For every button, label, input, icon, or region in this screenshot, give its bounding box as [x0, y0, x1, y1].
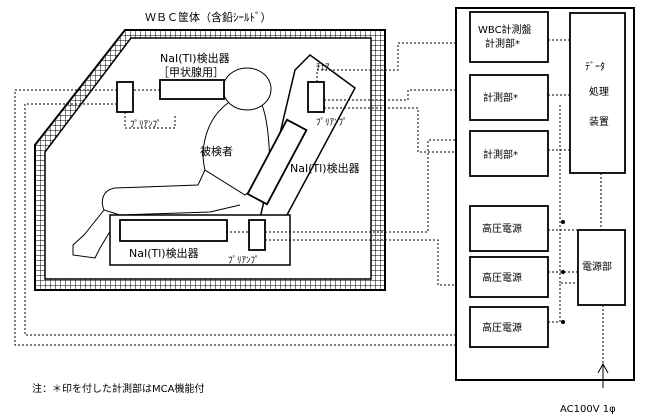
rack-wiring	[548, 39, 604, 372]
power-input-label: AC100V 1φ	[560, 404, 616, 415]
bottom-detector-label: NaI(Tl)検出器	[129, 246, 199, 260]
hv-box-3	[469, 306, 549, 348]
subject-head	[222, 67, 272, 111]
thyroid-detector	[159, 79, 225, 100]
counter2-label: 計測部*	[483, 91, 518, 104]
back-detector	[246, 118, 308, 206]
counter-box-1	[469, 11, 549, 63]
preamp-2	[307, 81, 325, 113]
thyroid-detector-name: NaI(Tl)検出器	[160, 51, 230, 65]
data-proc-line1: ﾃﾞｰﾀ	[585, 61, 605, 73]
counter1-line2: 計測部*	[485, 37, 520, 50]
back-detector-label: NaI(Tl)検出器	[290, 161, 360, 175]
data-proc-box	[569, 12, 626, 174]
data-proc-line3: 装置	[589, 115, 609, 128]
rack-junction-dots	[561, 220, 565, 324]
thyroid-detector-sub: ［甲状腺用］	[158, 65, 224, 79]
hv-box-2	[469, 256, 549, 298]
hv-box-1	[469, 205, 549, 252]
footnote: 注：＊印を付した計測部はMCA機能付	[32, 382, 204, 395]
signal-cables	[14, 42, 470, 346]
counter1-line1: WBC計測盤	[478, 23, 532, 36]
enclosure-title: ＷＢＣ筐体（含鉛ｼｰﾙﾄﾞ）	[145, 10, 272, 24]
power-input-arrow	[597, 362, 609, 388]
hv2-label: 高圧電源	[482, 271, 522, 284]
bottom-detector	[119, 219, 228, 242]
counter3-label: 計測部*	[483, 148, 518, 161]
preamp-3	[248, 219, 266, 251]
subject-label: 被検者	[200, 144, 233, 158]
preamp-2-label: ﾌﾟﾘｱﾝﾌﾟ	[316, 117, 348, 128]
preamp-3-label: ﾌﾟﾘｱﾝﾌﾟ	[228, 255, 260, 266]
power-unit-label: 電源部	[582, 260, 612, 273]
counter-box-3	[469, 130, 549, 177]
rack-boxes	[469, 11, 626, 348]
counter-box-2	[469, 74, 549, 121]
preamp-1-label: ﾌﾟﾘｱﾝﾌﾟ	[130, 119, 162, 130]
chair-label: ﾁｪｱ	[316, 62, 330, 73]
hv1-label: 高圧電源	[482, 222, 522, 235]
subject-figure	[72, 67, 272, 259]
data-proc-line2: 処理	[589, 85, 609, 98]
hv3-label: 高圧電源	[482, 321, 522, 334]
preamp-1	[116, 81, 134, 113]
